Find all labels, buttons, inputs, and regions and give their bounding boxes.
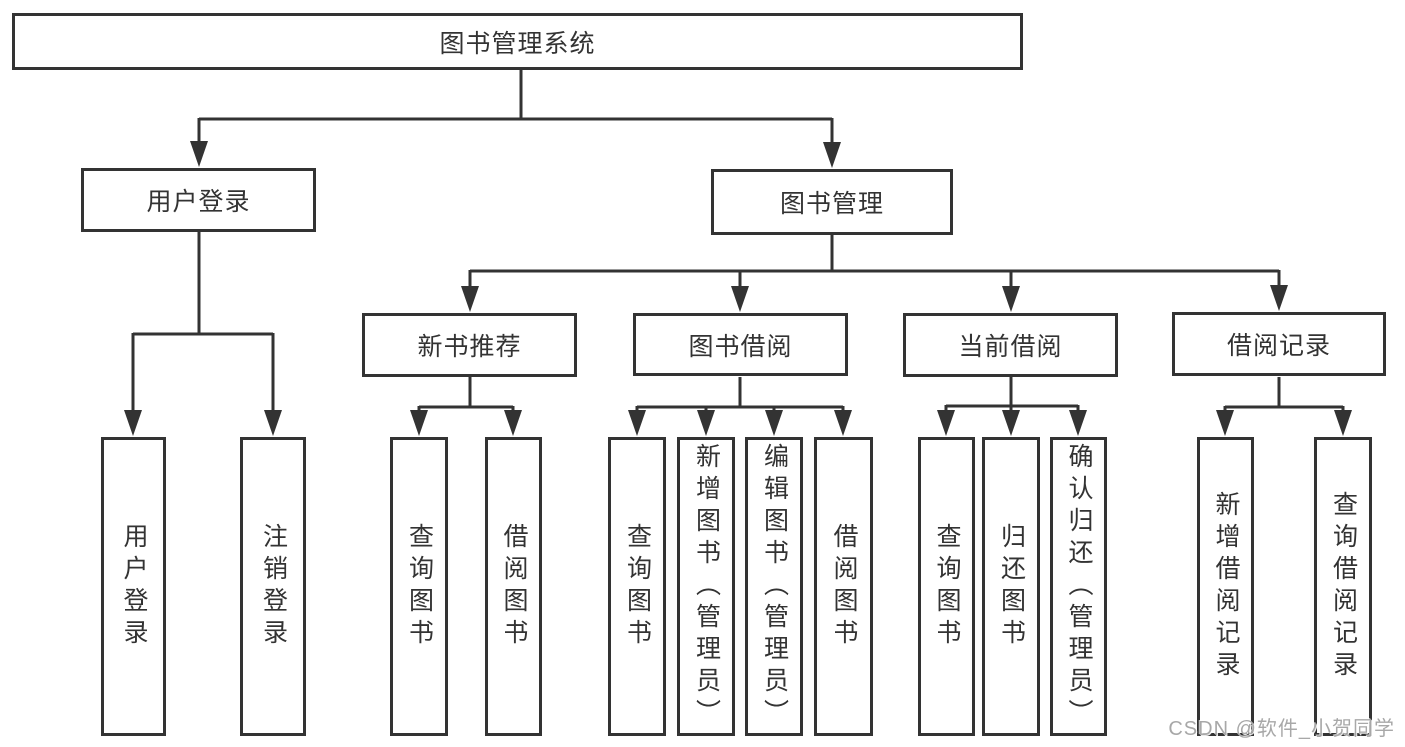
node-label: 借阅图书 — [500, 522, 528, 651]
node-label: 图书管理系统 — [439, 29, 596, 58]
arrow-down-icon — [1069, 410, 1087, 436]
arrow-down-icon — [190, 141, 208, 167]
leaf-rec-borrow-book: 借阅图书 — [485, 437, 542, 736]
arrow-down-icon — [1334, 410, 1352, 436]
node-label: 查询借阅记录 — [1329, 490, 1358, 683]
node-label: 图书借阅 — [688, 332, 793, 361]
leaf-bb-query-book: 查询图书 — [608, 437, 666, 736]
arrow-down-icon — [1270, 285, 1288, 311]
node-label: 查询图书 — [933, 522, 961, 651]
node-book-mgmt: 图书管理 — [711, 169, 953, 235]
node-current-borrow: 当前借阅 — [903, 313, 1118, 377]
leaf-bb-borrow-book: 借阅图书 — [814, 437, 873, 736]
node-user-login: 用户登录 — [81, 168, 316, 232]
leaf-user-login: 用户登录 — [101, 437, 166, 736]
node-new-book-rec: 新书推荐 — [362, 313, 577, 377]
arrow-down-icon — [937, 410, 955, 436]
leaf-logout-login: 注销登录 — [240, 437, 306, 736]
arrow-down-icon — [834, 410, 852, 436]
node-label: 新增图书（管理员） — [692, 442, 721, 731]
arrowhead-icons — [124, 141, 1352, 436]
node-borrow-records: 借阅记录 — [1172, 312, 1386, 376]
watermark: CSDN @软件_小贺同学 — [1168, 718, 1395, 740]
node-label: 图书管理 — [779, 190, 884, 218]
node-label: 借阅记录 — [1226, 332, 1331, 360]
node-label: 注销登录 — [259, 522, 288, 651]
arrow-down-icon — [124, 410, 142, 436]
arrow-down-icon — [1002, 410, 1020, 436]
arrow-down-icon — [731, 286, 749, 312]
node-book-borrow: 图书借阅 — [633, 313, 848, 376]
node-label: 用户登录 — [146, 188, 251, 216]
node-label: 新增借阅记录 — [1212, 490, 1240, 683]
node-label: 当前借阅 — [958, 333, 1063, 361]
arrow-down-icon — [765, 410, 783, 436]
leaf-cb-return-book: 归还图书 — [982, 437, 1040, 736]
node-label: 借阅图书 — [830, 522, 858, 651]
leaf-bb-edit-book-admin: 编辑图书（管理员） — [745, 437, 803, 736]
node-root-system: 图书管理系统 — [12, 13, 1023, 70]
leaf-br-query-record: 查询借阅记录 — [1314, 437, 1372, 736]
leaf-br-add-record: 新增借阅记录 — [1197, 437, 1254, 736]
node-label: 用户登录 — [120, 522, 148, 651]
arrow-down-icon — [628, 410, 646, 436]
arrow-down-icon — [461, 286, 479, 312]
node-label: 归还图书 — [997, 522, 1026, 651]
arrow-down-icon — [264, 410, 282, 436]
leaf-bb-add-book-admin: 新增图书（管理员） — [677, 437, 735, 736]
arrow-down-icon — [1216, 410, 1234, 436]
leaf-cb-confirm-return-admin: 确认归还（管理员） — [1050, 437, 1107, 736]
node-label: 查询图书 — [405, 522, 434, 651]
leaf-cb-query-book: 查询图书 — [918, 437, 975, 736]
node-label: 确认归还（管理员） — [1065, 442, 1093, 731]
arrow-down-icon — [823, 142, 841, 168]
arrow-down-icon — [504, 410, 522, 436]
arrow-down-icon — [697, 410, 715, 436]
leaf-rec-query-book: 查询图书 — [390, 437, 448, 736]
node-label: 新书推荐 — [417, 333, 522, 361]
node-label: 编辑图书（管理员） — [760, 442, 789, 731]
arrow-down-icon — [410, 410, 428, 436]
arrow-down-icon — [1002, 286, 1020, 312]
node-label: 查询图书 — [623, 522, 652, 651]
